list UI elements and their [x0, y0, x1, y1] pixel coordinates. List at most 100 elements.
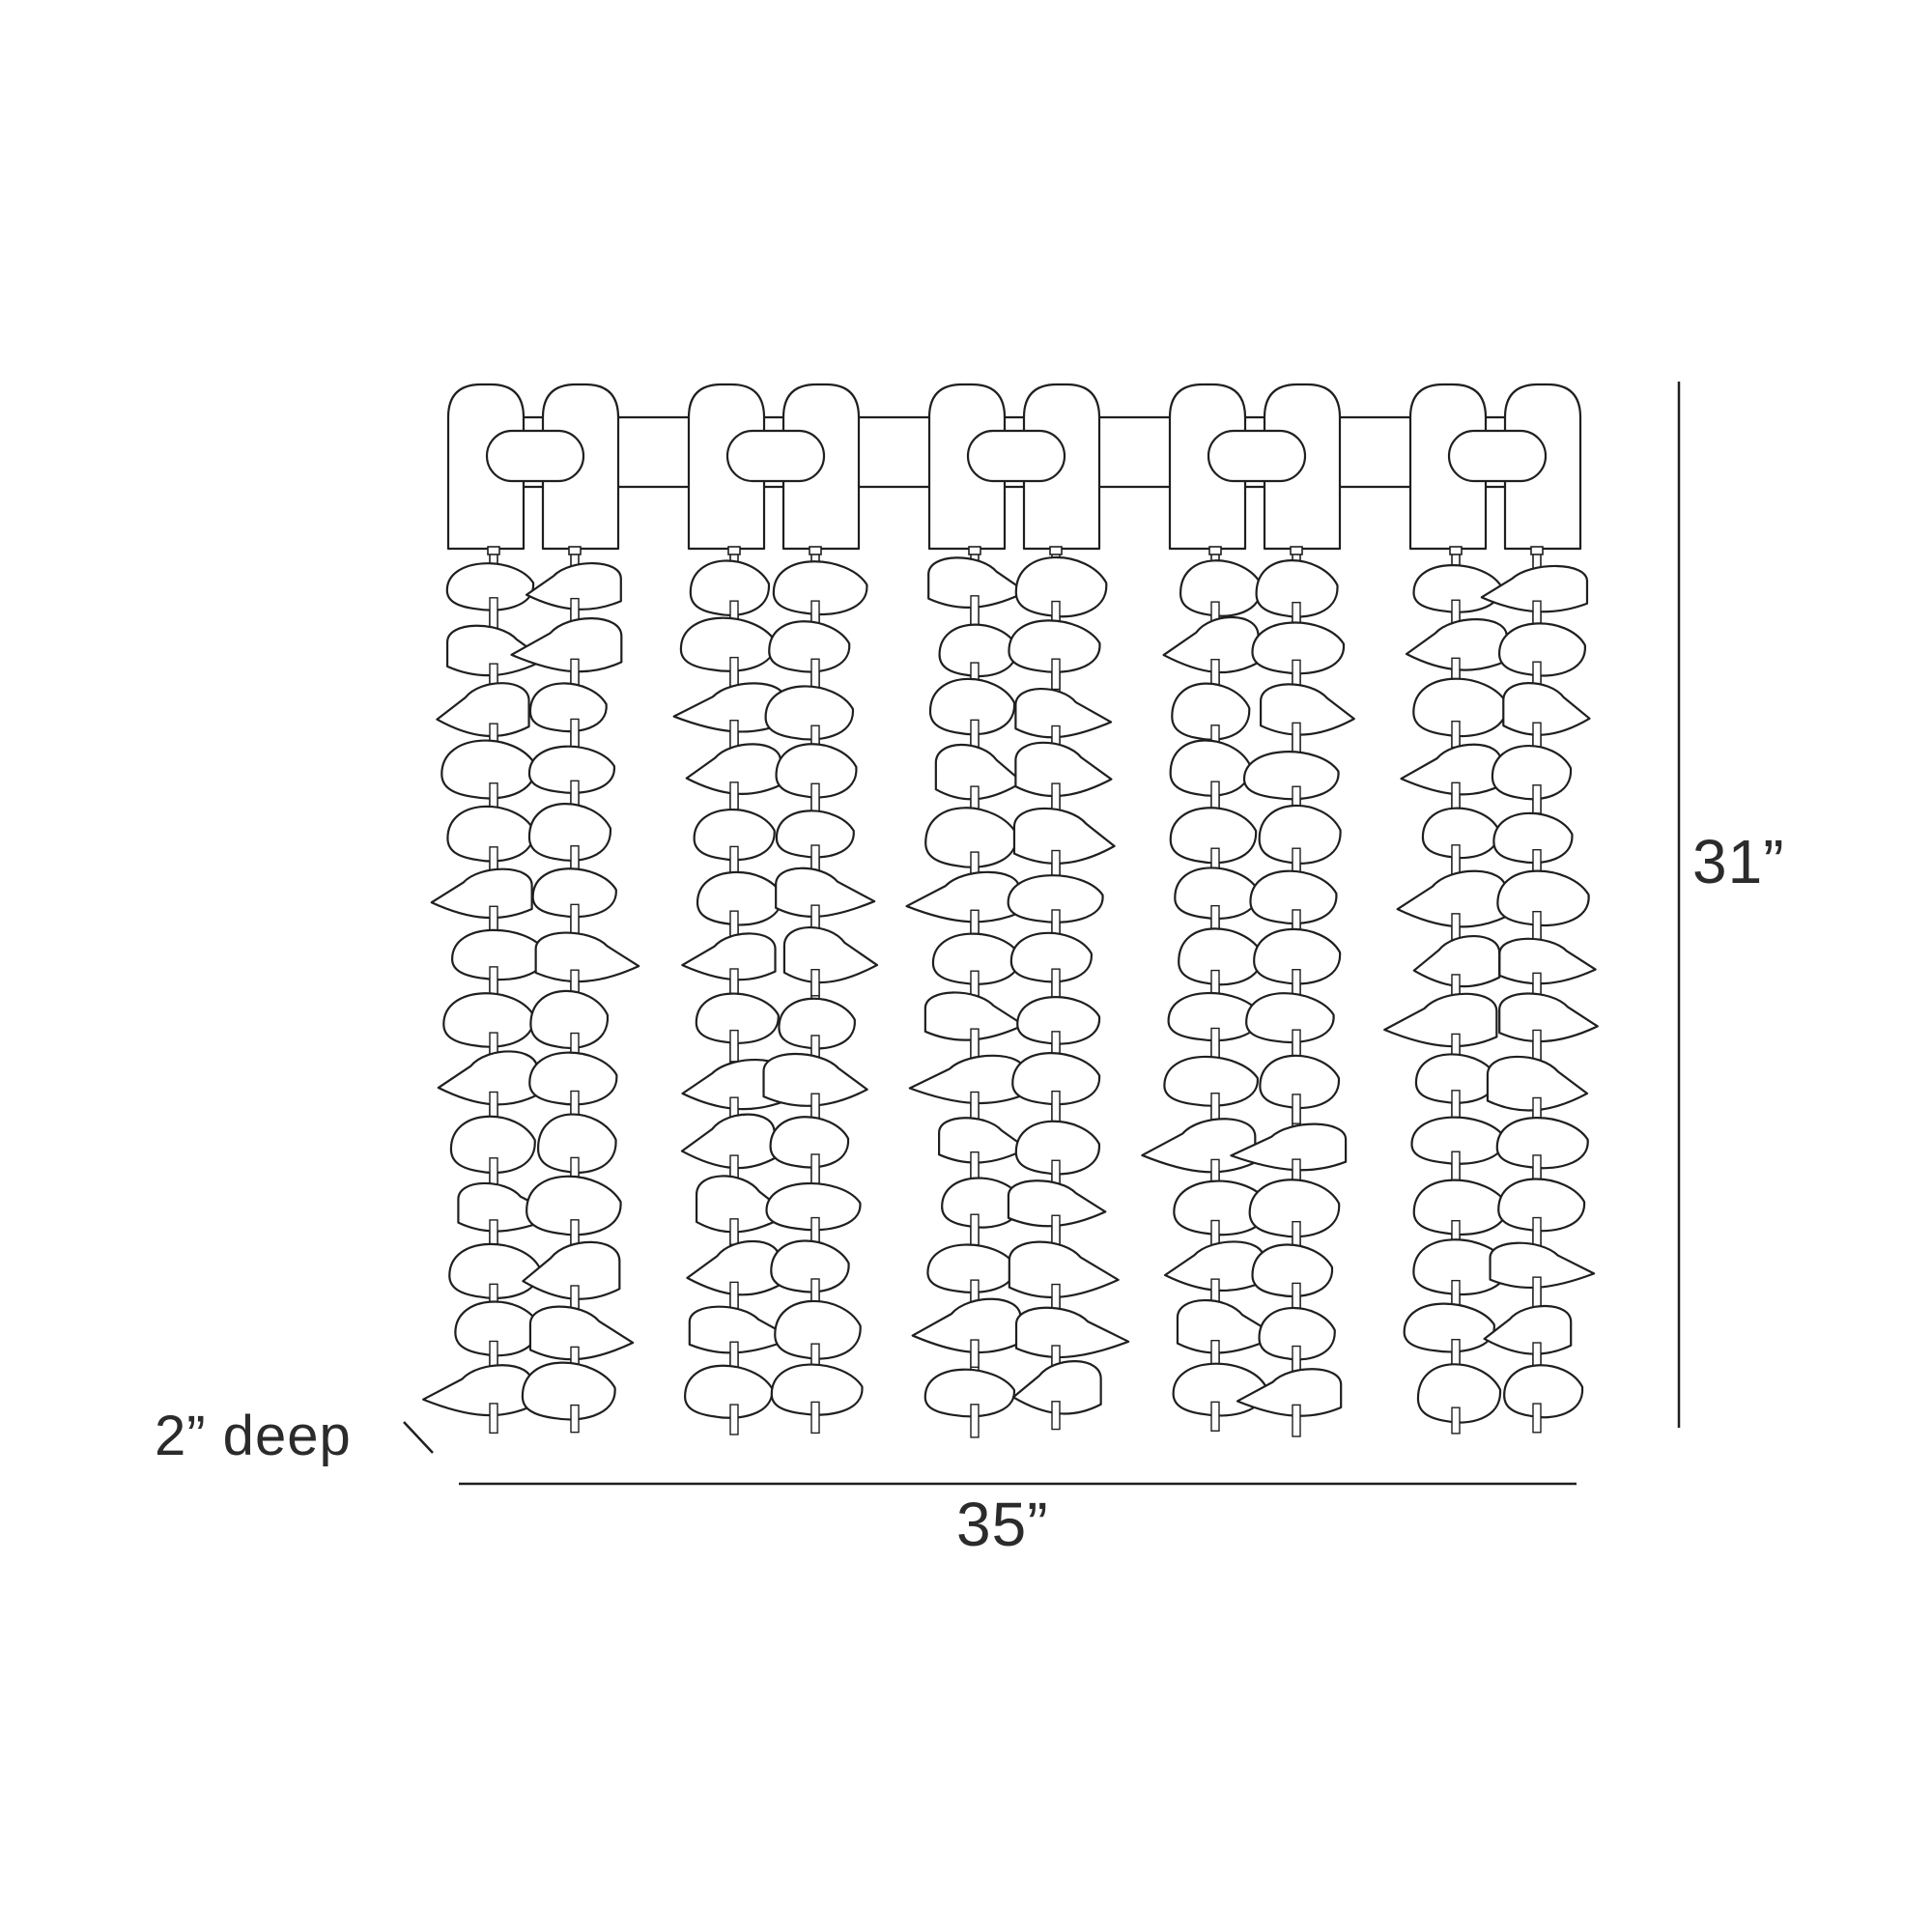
bead-piece: [696, 870, 783, 926]
bead-piece: [923, 1368, 1015, 1418]
bead-piece: [908, 1054, 1026, 1105]
bead-piece: [1014, 1120, 1100, 1176]
strand-rod-segment: [570, 1404, 580, 1434]
bead-piece: [440, 739, 537, 800]
strand-cap: [1290, 546, 1303, 555]
depth-dimension-label: 2” deep: [155, 1405, 352, 1467]
bead-piece: [1014, 555, 1108, 618]
strand-rod-segment: [970, 595, 980, 627]
hanger-tab-left: [687, 383, 766, 551]
bead-piece: [685, 743, 782, 795]
hanger-tab-left: [1168, 383, 1247, 551]
bead-piece: [442, 992, 535, 1048]
strand-rod-segment: [1532, 784, 1542, 814]
strand-rod-segment: [1292, 1094, 1301, 1124]
bead-strand: [905, 546, 1028, 1438]
bead-piece: [762, 1052, 868, 1107]
bead-piece: [528, 682, 608, 733]
bead-piece: [765, 1181, 862, 1232]
bead-piece: [680, 1113, 776, 1170]
bead-strands: [422, 546, 1599, 1438]
bead-piece: [1169, 807, 1258, 865]
strand-cap: [968, 546, 981, 555]
bead-piece: [672, 682, 786, 733]
strand-rod-segment: [729, 781, 739, 813]
hanger-ring: [1207, 429, 1307, 483]
hanger-tab-left: [446, 383, 526, 551]
strand-rod-segment: [1451, 720, 1461, 749]
strand-rod-segment: [1051, 968, 1061, 1001]
strand-rod-segment: [970, 1028, 980, 1061]
bead-piece: [1498, 937, 1597, 985]
strand-rod-segment: [1451, 1406, 1461, 1435]
bead-piece: [770, 1363, 864, 1416]
bead-piece: [905, 870, 1021, 923]
bead-piece: [1412, 934, 1501, 988]
bead-piece: [1258, 1306, 1336, 1361]
strand-cap: [727, 546, 741, 555]
bead-piece: [1253, 927, 1342, 985]
bead-piece: [1236, 1368, 1343, 1417]
bead-piece: [1009, 931, 1093, 983]
hanger-ring: [485, 429, 585, 483]
bead-piece: [1014, 687, 1113, 739]
strand-rod-segment: [810, 1153, 820, 1186]
strand-rod-segment: [729, 1404, 739, 1435]
bead-piece: [529, 989, 610, 1050]
hanger-tabs: [446, 383, 1582, 551]
bead-piece: [1016, 996, 1101, 1045]
strand-rod-segment: [489, 1157, 498, 1185]
bead-piece: [775, 743, 858, 799]
bead-piece: [1008, 1240, 1120, 1299]
width-dimension-label: 35”: [956, 1490, 1049, 1559]
strand-rod-segment: [729, 1218, 739, 1245]
strand-rod-segment: [1051, 1283, 1061, 1312]
bead-strand: [1141, 546, 1279, 1432]
strand-rod-segment: [1210, 1027, 1220, 1062]
bead-piece: [764, 685, 854, 741]
bead-strand: [1230, 546, 1355, 1437]
bead-piece: [1014, 1306, 1130, 1359]
bead-strand: [1007, 546, 1130, 1431]
strand-rod-segment: [810, 969, 820, 997]
strand-rod-segment: [970, 719, 980, 749]
bead-piece: [775, 810, 855, 859]
bead-piece: [1497, 1178, 1586, 1233]
bead-piece: [1012, 807, 1116, 865]
strand-rod-segment: [1051, 1090, 1061, 1122]
bead-piece: [1498, 992, 1599, 1043]
bead-piece: [1400, 743, 1502, 796]
bead-piece: [1416, 1363, 1502, 1424]
bead-strand: [510, 546, 640, 1434]
bead-piece: [528, 1305, 635, 1361]
bead-piece: [1497, 622, 1586, 677]
bead-piece: [522, 1240, 621, 1300]
dimension-lines: [403, 382, 1681, 1486]
strand-cap: [809, 546, 822, 555]
bead-piece: [1403, 1302, 1495, 1353]
bead-piece: [774, 1299, 862, 1360]
bead-piece: [1258, 804, 1342, 865]
bead-piece: [926, 1243, 1016, 1294]
bead-piece: [1242, 751, 1340, 801]
strand-rod-segment: [1051, 1401, 1061, 1431]
strand-rod-segment: [1292, 1404, 1301, 1437]
bead-piece: [1007, 1179, 1107, 1228]
bead-piece: [1011, 1052, 1101, 1106]
bead-piece: [769, 1116, 850, 1169]
strand-rod-segment: [729, 1281, 739, 1311]
strand-rod-segment: [1292, 1220, 1301, 1248]
bead-piece: [1248, 1179, 1341, 1238]
strand-rod-segment: [1210, 1401, 1220, 1432]
bead-piece: [1491, 745, 1573, 801]
bead-piece: [1405, 618, 1508, 671]
bead-piece: [446, 805, 535, 863]
strand-rod-segment: [1532, 1403, 1542, 1434]
bead-piece: [1412, 1179, 1509, 1236]
bead-piece: [1163, 1055, 1259, 1107]
bead-piece: [1495, 1117, 1589, 1170]
bead-piece: [437, 1050, 539, 1106]
strand-rod-segment: [1051, 658, 1061, 691]
bead-piece: [527, 745, 615, 794]
